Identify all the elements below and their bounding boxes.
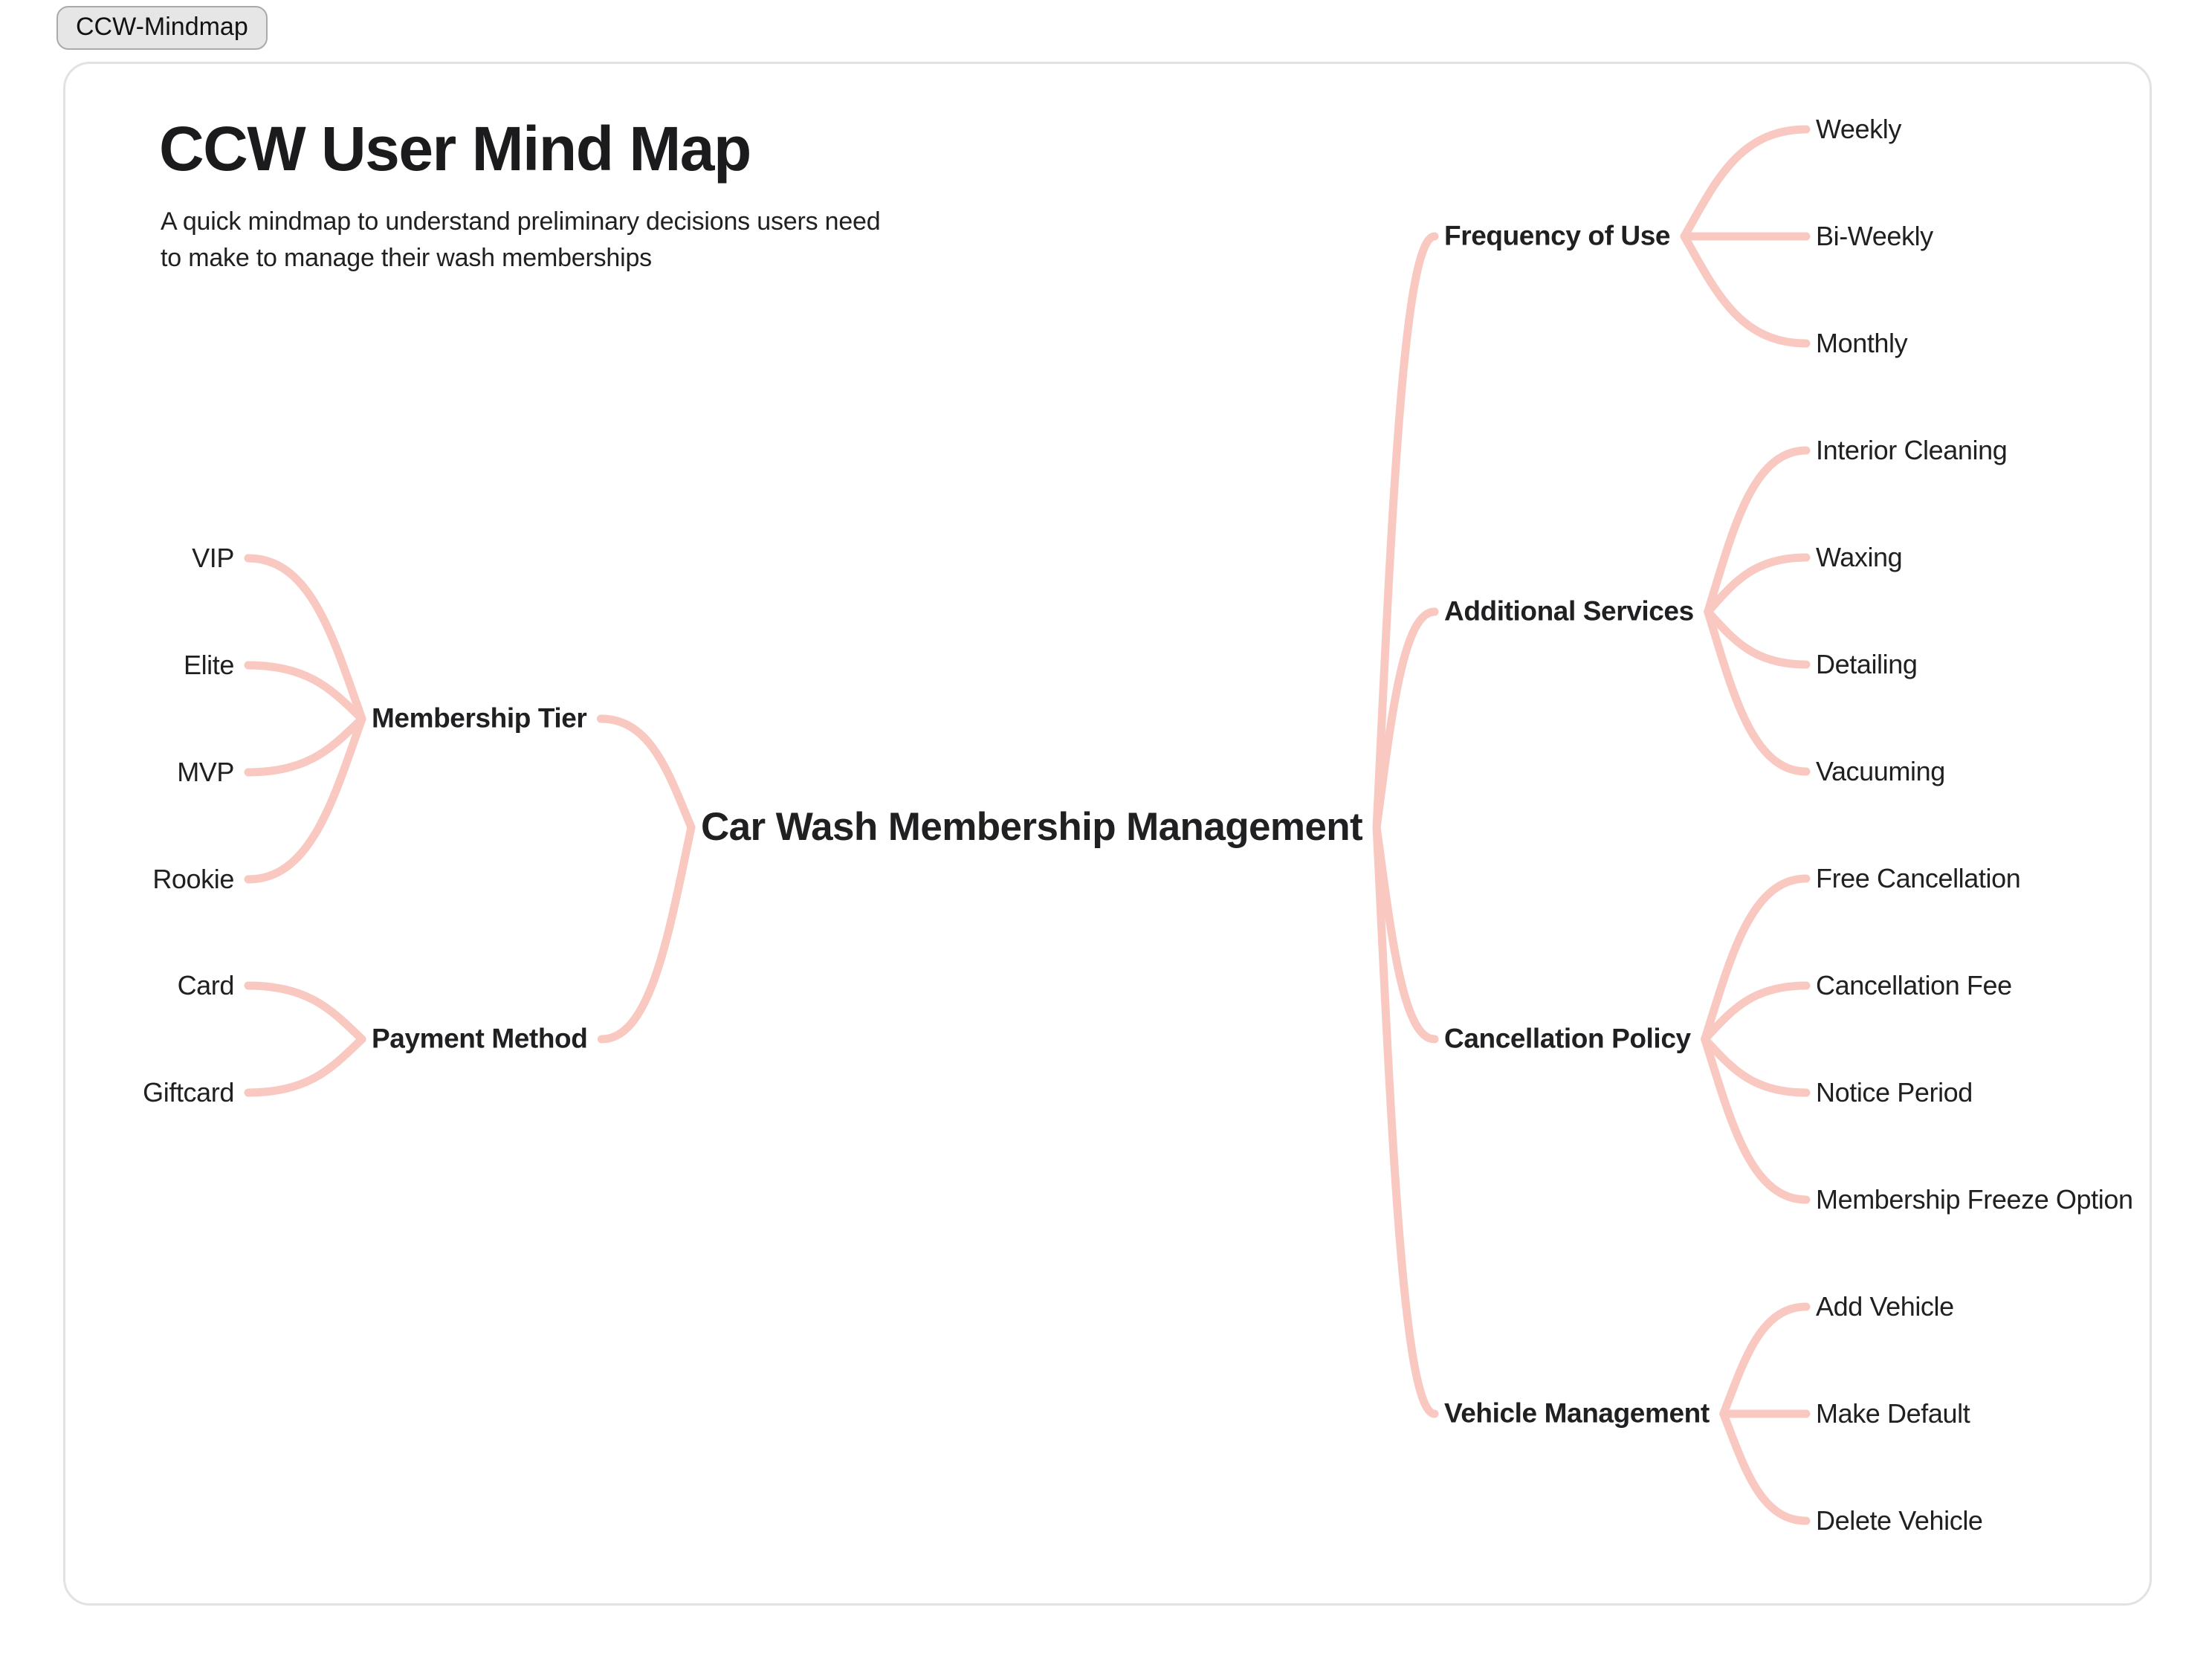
mindmap-link-curve	[1704, 446, 1811, 616]
mindmap-leaf-monthly[interactable]: Monthly	[1816, 328, 1908, 359]
mindmap-leaf-weekly[interactable]: Weekly	[1816, 114, 1901, 145]
page-subtitle-line-1: A quick mindmap to understand preliminar…	[161, 207, 881, 236]
mindmap-leaf-cancellation-fee[interactable]: Cancellation Fee	[1816, 970, 2012, 1001]
mindmap-link-curve	[1372, 232, 1439, 832]
page-subtitle: A quick mindmap to understand preliminar…	[161, 204, 881, 277]
mindmap-link-curve	[1701, 874, 1811, 1044]
mindmap-link-curve	[244, 1035, 366, 1097]
mindmap-leaf-elite[interactable]: Elite	[183, 650, 234, 681]
mindmap-links	[244, 125, 1811, 1525]
mindmap-link-curve	[244, 714, 366, 884]
mindmap-link-curve	[244, 981, 366, 1044]
mindmap-file-tab-label: CCW-Mindmap	[76, 13, 248, 41]
mindmap-link-curve	[1372, 607, 1439, 832]
mindmap-leaf-waxing[interactable]: Waxing	[1816, 542, 1903, 573]
mindmap-link-curve	[597, 823, 696, 1044]
mindmap-link-curve	[1719, 1409, 1811, 1525]
mindmap-leaf-membership-freeze-option[interactable]: Membership Freeze Option	[1816, 1184, 2133, 1215]
mindmap-branch-cancellation-policy[interactable]: Cancellation Policy	[1444, 1023, 1691, 1054]
mindmap-link-curve	[244, 554, 366, 723]
mindmap-link-curve	[1704, 607, 1811, 776]
mindmap-link-curve	[596, 714, 696, 832]
mindmap-leaf-vacuuming[interactable]: Vacuuming	[1816, 756, 1945, 787]
mindmap-leaf-make-default[interactable]: Make Default	[1816, 1398, 1970, 1429]
mindmap-link-curve	[1372, 823, 1439, 1418]
page-title: CCW User Mind Map	[159, 114, 751, 184]
mindmap-branch-payment-method[interactable]: Payment Method	[372, 1023, 588, 1054]
mindmap-root-node[interactable]: Car Wash Membership Management	[701, 804, 1363, 849]
mindmap-link-curve	[1704, 553, 1811, 616]
mindmap-leaf-add-vehicle[interactable]: Add Vehicle	[1816, 1291, 1954, 1322]
mindmap-link-curve	[1701, 1035, 1811, 1097]
mindmap-leaf-free-cancellation[interactable]: Free Cancellation	[1816, 863, 2021, 894]
mindmap-leaf-giftcard[interactable]: Giftcard	[143, 1077, 234, 1108]
mindmap-link-curve	[1719, 1302, 1811, 1418]
mindmap-branch-additional-services[interactable]: Additional Services	[1444, 595, 1694, 627]
mindmap-link-curve	[244, 661, 366, 723]
mindmap-file-tab[interactable]: CCW-Mindmap	[56, 6, 268, 50]
mindmap-link-curve	[1701, 981, 1811, 1044]
mindmap-leaf-detailing[interactable]: Detailing	[1816, 649, 1918, 680]
mindmap-link-curve	[1680, 125, 1811, 241]
mindmap-branch-frequency-of-use[interactable]: Frequency of Use	[1444, 220, 1671, 251]
mindmap-leaf-interior-cleaning[interactable]: Interior Cleaning	[1816, 435, 2008, 466]
mindmap-leaf-notice-period[interactable]: Notice Period	[1816, 1077, 1973, 1108]
mindmap-branch-vehicle-management[interactable]: Vehicle Management	[1444, 1397, 1710, 1429]
mindmap-leaf-card[interactable]: Card	[177, 970, 235, 1001]
mindmap-leaf-bi-weekly[interactable]: Bi-Weekly	[1816, 221, 1933, 252]
page-subtitle-line-2: to make to manage their wash memberships	[161, 244, 652, 272]
mindmap-link-curve	[244, 714, 366, 777]
mindmap-branch-membership-tier[interactable]: Membership Tier	[372, 702, 587, 734]
mindmap-leaf-vip[interactable]: VIP	[192, 543, 234, 574]
mindmap-canvas: CCW User Mind Map A quick mindmap to und…	[63, 62, 2152, 1606]
mindmap-link-curve	[1680, 232, 1811, 348]
mindmap-leaf-rookie[interactable]: Rookie	[152, 864, 234, 895]
mindmap-leaf-delete-vehicle[interactable]: Delete Vehicle	[1816, 1505, 1983, 1536]
mindmap-leaf-mvp[interactable]: MVP	[177, 757, 234, 788]
mindmap-link-curve	[1701, 1035, 1811, 1204]
mindmap-link-curve	[1704, 607, 1811, 669]
